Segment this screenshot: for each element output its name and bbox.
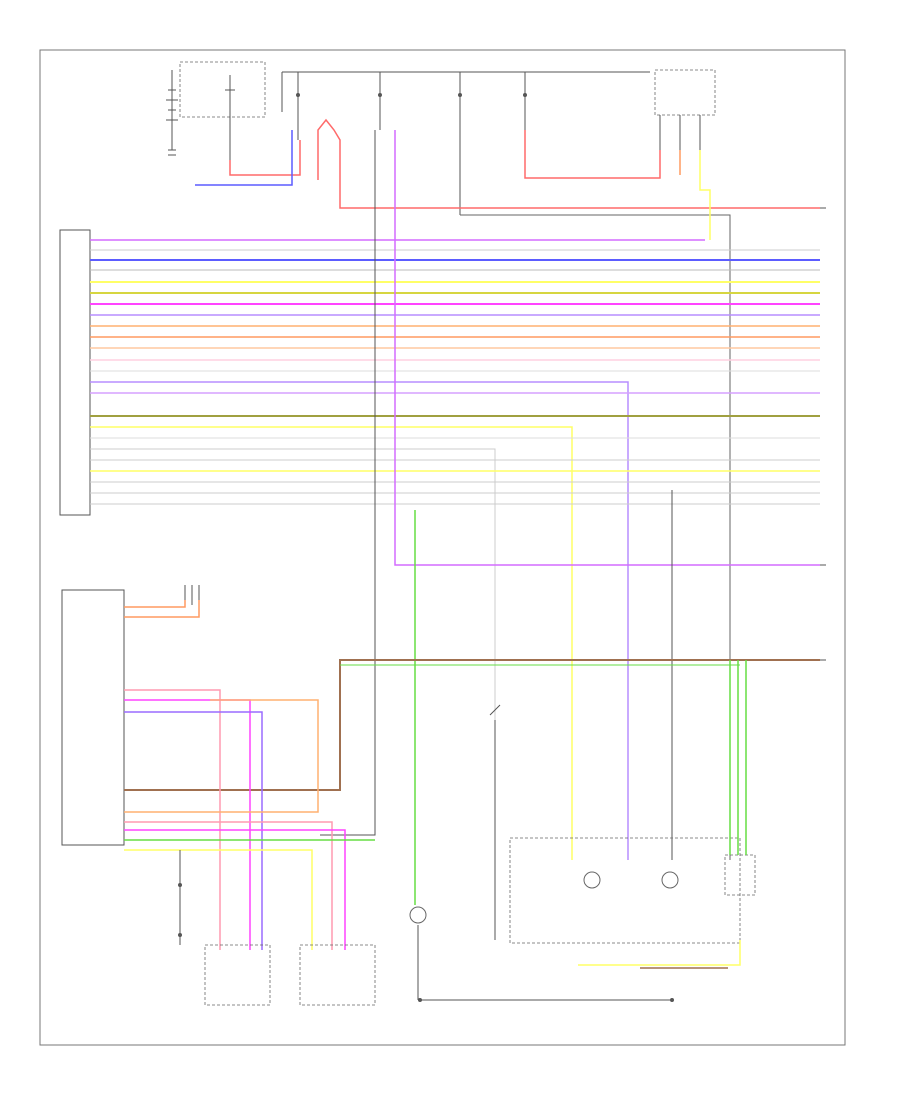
wire-orange-1 bbox=[124, 699, 319, 813]
wire-red-feed-3 bbox=[524, 130, 661, 179]
mirror-module bbox=[61, 589, 125, 846]
wire-pink-1 bbox=[124, 689, 221, 950]
ground-symbol-bottom bbox=[418, 998, 674, 1002]
lamp-left bbox=[409, 906, 670, 1001]
headlight-switch bbox=[654, 69, 716, 150]
bus-wire-17 bbox=[90, 426, 573, 860]
wire-red-feed-2 bbox=[317, 118, 820, 209]
bus-wire-14 bbox=[90, 381, 629, 860]
wire-orange-gnd-1 bbox=[124, 600, 186, 608]
wire-gray-main bbox=[460, 214, 731, 860]
wire-yellow-bottom bbox=[578, 940, 741, 966]
wire-red-feed-1 bbox=[229, 140, 301, 176]
hinge-sensor bbox=[178, 850, 182, 945]
top-relay-switches bbox=[281, 71, 650, 215]
wire-yellow-2 bbox=[124, 849, 313, 950]
hinge-switch-center bbox=[489, 704, 501, 940]
battery bbox=[166, 70, 178, 151]
left-sensor bbox=[204, 944, 271, 1006]
wire-violet-1 bbox=[124, 711, 263, 950]
left-mirror bbox=[509, 837, 741, 944]
right-sensor bbox=[299, 944, 376, 1006]
right-edge-ticks bbox=[820, 207, 826, 661]
fuse-block bbox=[179, 61, 266, 160]
wire-yellow-switch bbox=[699, 150, 711, 240]
wire-pink-2 bbox=[124, 821, 333, 950]
wire-blue-feed bbox=[195, 130, 293, 186]
ground-connector-top bbox=[184, 585, 200, 605]
right-mirror bbox=[724, 854, 756, 896]
wire-magenta-2 bbox=[124, 829, 346, 950]
wire-brown-mid bbox=[124, 659, 820, 791]
wire-magenta-1 bbox=[124, 699, 251, 950]
bus-wire-19 bbox=[90, 448, 496, 720]
wire-violet-long bbox=[394, 130, 820, 566]
control-module bbox=[59, 229, 91, 516]
wire-orange-gnd-2 bbox=[124, 600, 200, 618]
wire-gray-long bbox=[320, 130, 376, 836]
diagram-frame bbox=[39, 49, 846, 1046]
